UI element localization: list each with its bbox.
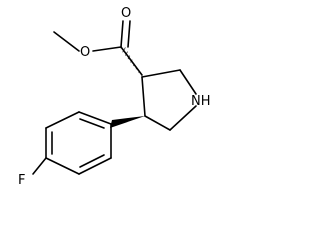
phenyl-inner-bond-1 [79,118,105,129]
phenyl-bond-4 [45,157,80,175]
ring-bond-c3-c2 [141,69,181,78]
fluorine-label: F [18,173,25,188]
phenyl-bond-2 [45,111,80,129]
carbonyl-double-bond-a [120,20,124,48]
ring-bond-n-c5 [169,105,197,131]
ring-bond-c2-n [179,69,197,95]
carbonyl-oxygen-label: O [121,6,131,21]
ring-bond-c5-c4 [144,115,171,131]
solid-wedge-bond [110,116,145,128]
fluorine-bond [32,157,47,175]
phenyl-bond-5 [78,157,112,175]
phenyl-inner-bond-3 [79,154,105,168]
ester-oxygen-label: O [80,45,90,60]
ester-o-to-carbonyl-bond [92,46,122,52]
phenyl-bond-1 [78,111,112,125]
methyl-bond [53,31,80,52]
ring-bond-c4-c3 [141,76,146,117]
hashed-wedge-bond [120,45,142,77]
structural-formula: O O NH F [18,6,211,188]
carbonyl-double-bond-b [127,20,131,48]
ring-nitrogen-label: NH [191,94,211,109]
